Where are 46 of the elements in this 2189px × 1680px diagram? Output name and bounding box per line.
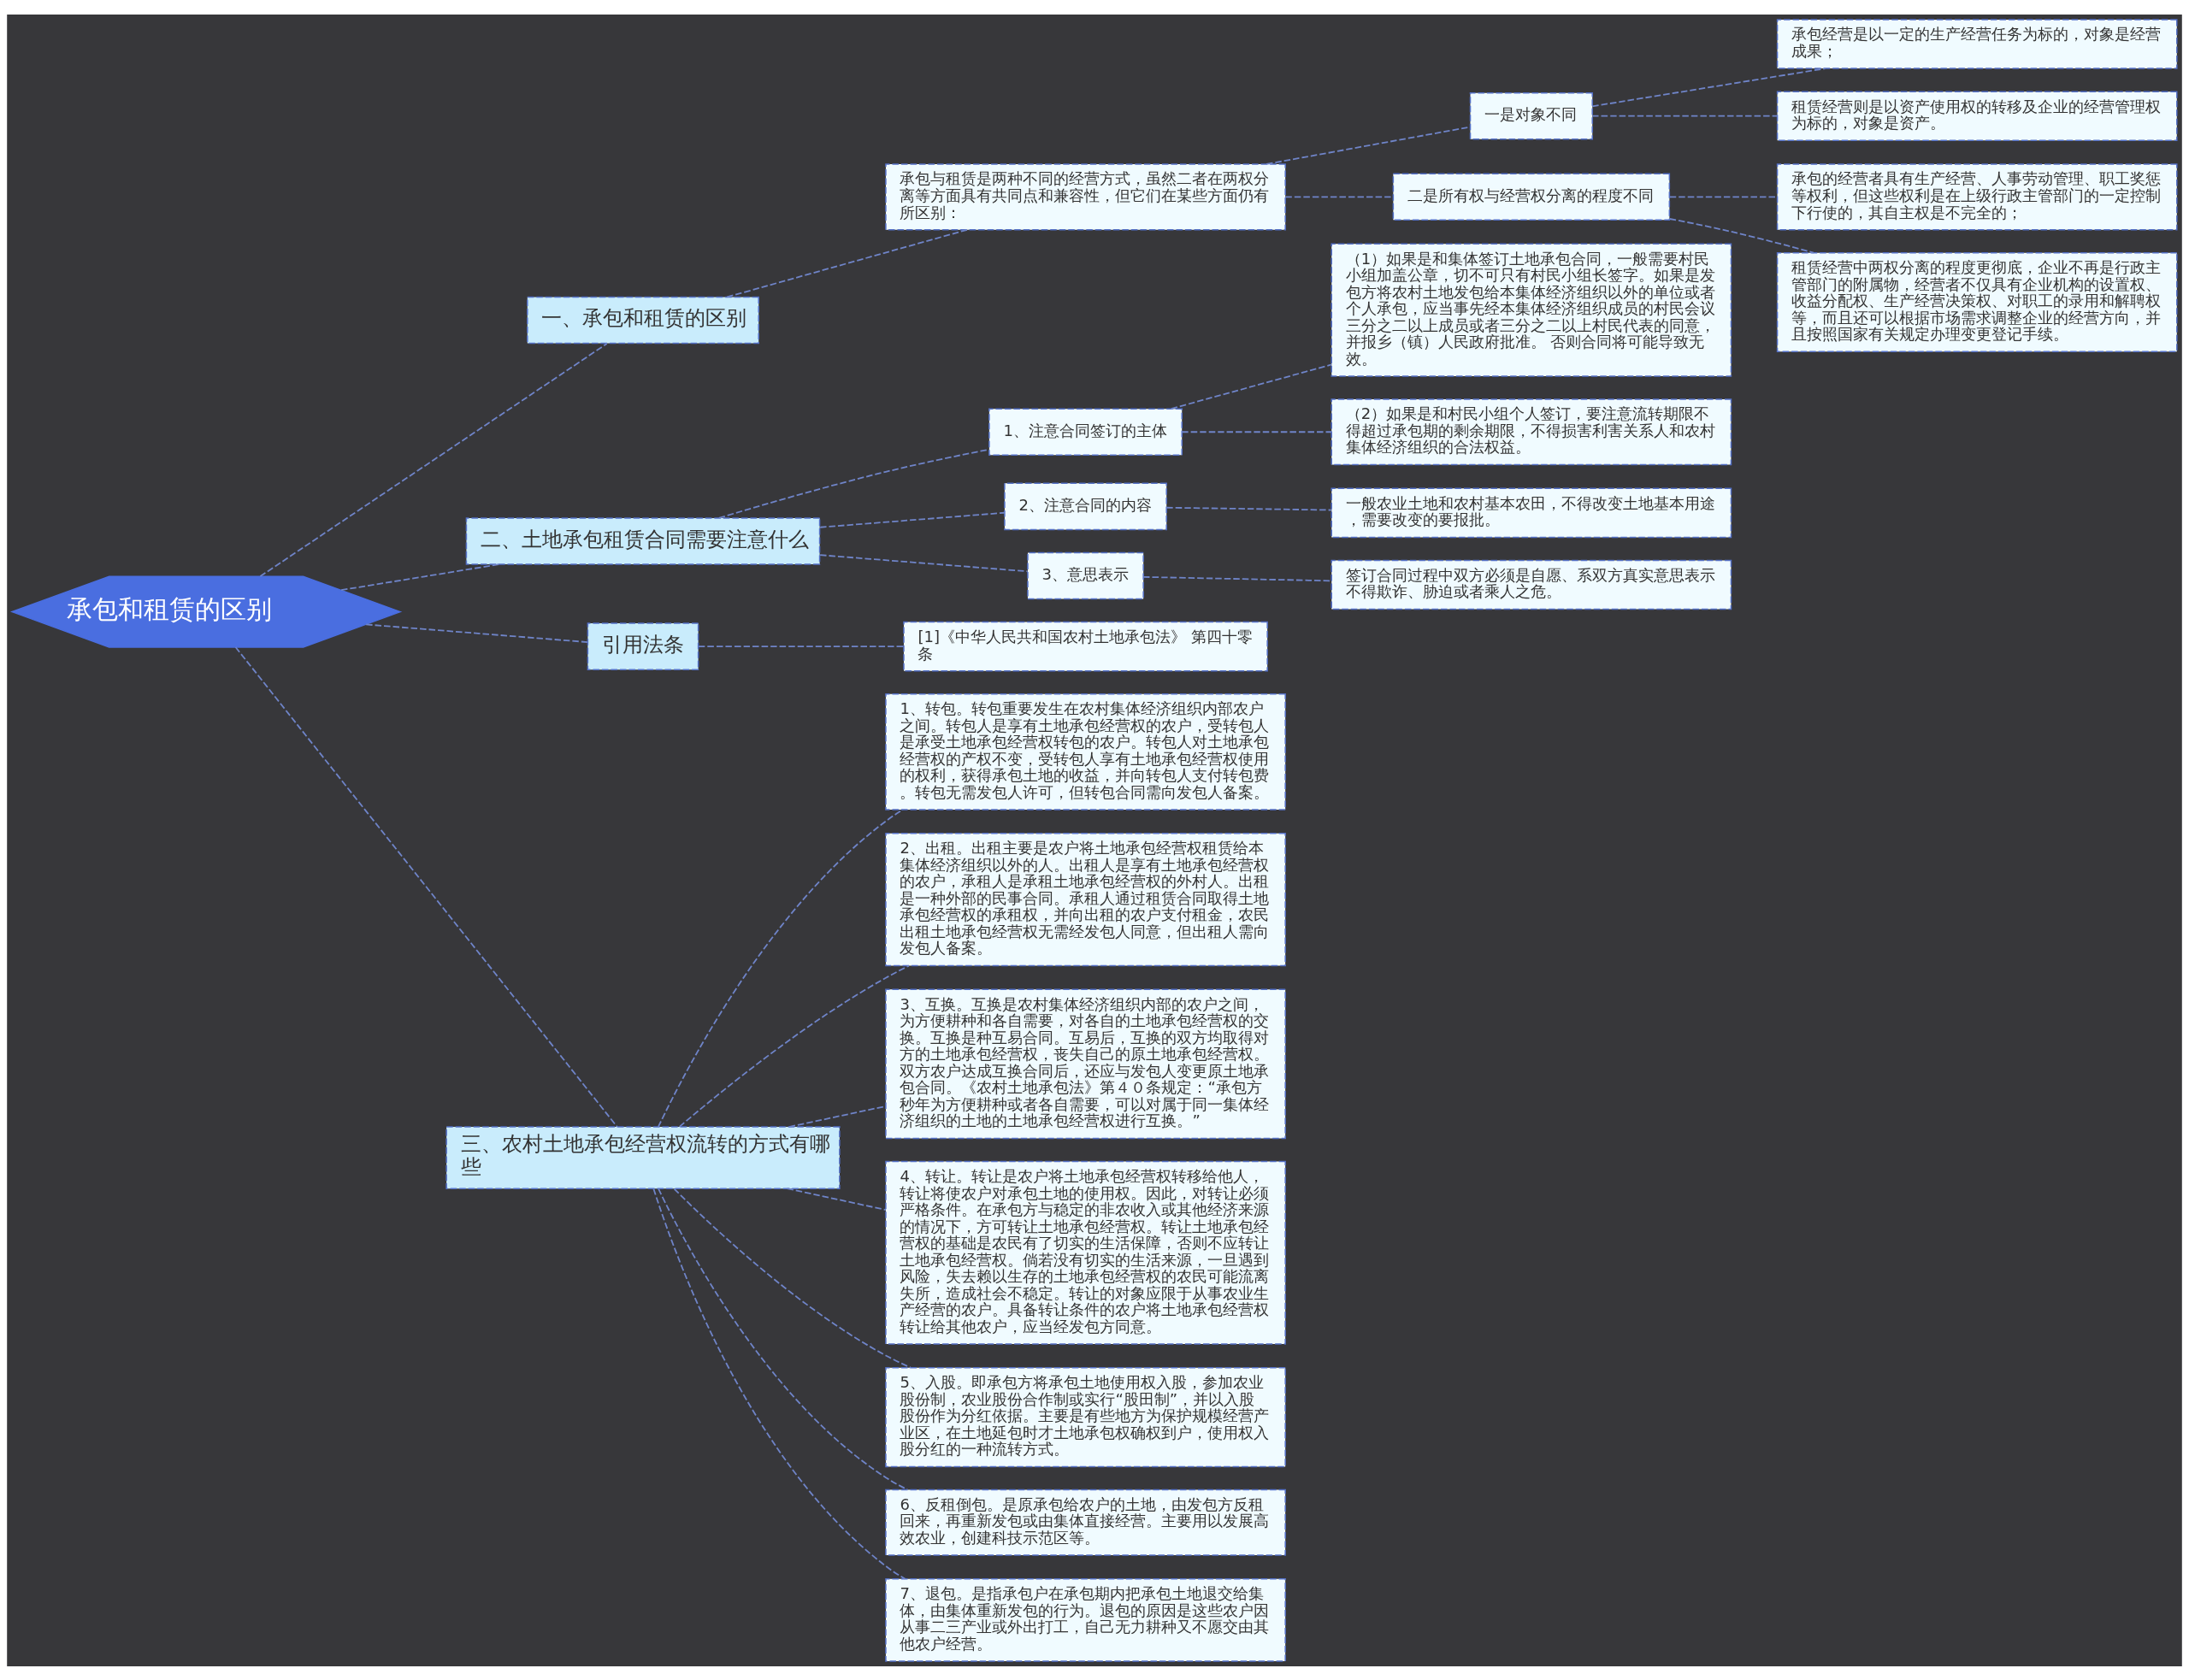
connector xyxy=(678,964,910,1128)
node-box: 租赁经营中两权分离的程度更彻底，企业不再是行政主管部门的附属物，经营者不仅具有企业机构的设置权、收益分配权、生产经营决策权、对职工的录用和解聘权等，而且还可以根据市场需求调整企业的经营方向，并且按照国家有关规定办理变更登记手续。 xyxy=(1776,251,2178,352)
connector xyxy=(365,623,589,643)
connector xyxy=(1165,506,1333,510)
connector xyxy=(658,1188,908,1490)
node-box: 3、互换。互换是农村集体经济组织内部的农户之间，为方便耕种和各自需要，对各自的土地承包经营权的交换。互换是种互易合同。互易后，互换的双方均取得对方的土地承包经营权，丧失自己的原土地承包经营权。双方农户达成互换合同后，还应与发包人变更原土地承包合同。《农村土地承包法》第４０条规定：“承包方秒年为方便耕种或者各自需要，可以对属于同一集体经济组织的土地的土地承包经营权进行互换。” xyxy=(885,988,1286,1139)
node-box: （2）如果是和村民小组个人签订，要注意流转期限不得超过承包期的剩余期限，不得损害利害关系人和农村集体经济组织的合法权益。 xyxy=(1331,398,1732,465)
connector xyxy=(726,228,968,298)
connector xyxy=(340,563,500,591)
node-box: 1、转包。转包重要发生在农村集体经济组织内部农户之间。转包人是享有土地承包经营权的农户，受转包人是承受土地承包经营权转包的农户。转包人对土地承包经营权的产权不变，受转包人享有土地承包经营权使用的权利，获得承包土地的收益，并向转包人支付转包费。转包无需发包人许可，但转包合同需向发包人备案。 xyxy=(885,693,1286,811)
node-box: 3、意思表示 xyxy=(1027,551,1144,599)
connector xyxy=(698,645,905,647)
connector xyxy=(786,1187,887,1211)
connector xyxy=(652,1188,906,1580)
connector xyxy=(819,511,1006,528)
node-box: 二、土地承包租赁合同需要注意什么 xyxy=(465,516,821,565)
node-box: 2、出租。出租主要是农户将土地承包经营权租赁给本集体经济组织以外的人。出租人是享有土地承包经营权的农户，承租人是承租土地承包经营权的外村人。出租是一种外部的民事合同。承租人通过租赁合同取得土地承包经营权的承租权，并向出租的农户支付租金，农民出租土地承包经营权无需经发包人同意，但出租人需向发包人备案。 xyxy=(885,832,1286,966)
node-box: 一是对象不同 xyxy=(1469,91,1593,139)
node-box: （1）如果是和集体签订土地承包合同，一般需要村民小组加盖公章，切不可只有村民小组长签字。如果是发包方将农村土地发包给本集体经济组织以外的单位或者个人承包，应当事先经本集体经济组织成员的村民会议三分之二以上成员或者三分之二以上村民代表的同意，并报乡（镇）人民政府批准。 否则合同将可能导致无效。 xyxy=(1331,242,1732,377)
node-box: 2、注意合同的内容 xyxy=(1004,482,1167,530)
node-box: 承包与租赁是两种不同的经营方式，虽然二者在两权分离等方面具有共同点和兼容性，但它们在某些方面仍有所区别： xyxy=(885,162,1286,230)
node-box: 签订合同过程中双方必须是自愿、系双方真实意思表示不得欺诈、胁迫或者乘人之危。 xyxy=(1331,559,1732,610)
connector xyxy=(1170,363,1333,410)
node-box: 6、反租倒包。是原承包给农户的土地，由发包方反租回来，再重新发包或由集体直接经营。主要用以发展高效农业，创建科技示范区等。 xyxy=(885,1488,1286,1556)
node-box: 二是所有权与经营权分离的程度不同 xyxy=(1392,173,1671,221)
connector xyxy=(234,645,618,1128)
connector xyxy=(1142,575,1332,581)
connector xyxy=(819,553,1029,572)
connector xyxy=(1591,115,1779,117)
node-box: 5、入股。即承包方将承包土地使用权入股，参加农业股份制，农业股份合作制或实行“股田制”，并以入股股份作为分红依据。主要是有些地方为保护规模经营产业区，在土地延包时才土地承包权确权到户，使用权入股分红的一种流转方式。 xyxy=(885,1366,1286,1467)
connector xyxy=(1668,217,1814,253)
node-box: 三、农村土地承包经营权流转的方式有哪些 xyxy=(445,1125,841,1189)
connector xyxy=(673,1188,912,1368)
node-box: 租赁经营则是以资产使用权的转移及企业的经营管理权为标的，对象是资产。 xyxy=(1776,90,2178,141)
node-box: 引用法条 xyxy=(587,622,699,670)
connector xyxy=(1181,430,1332,433)
node-box: [1]《中华人民共和国农村土地承包法》 第四十零条 xyxy=(903,621,1268,671)
connector xyxy=(259,342,608,577)
node-box: 4、转让。转让是农户将土地承包经营权转移给他人，转让将使农户对承包土地的使用权。因此，对转让必须严格条件。在承包方与稳定的非农收入或其他经济来源的情况下，方可转让土地承包经营权。转让土地承包经营权的基础是农民有了切实的生活保障，否则不应转让土地承包经营权。倘若没有切实的生活来源，一旦遇到风险，失去赖以生存的土地承包经营权的农民可能流离失所，造成社会不稳定。转让的对象应限于从事农业生产经营的农户。具备转让条件的农户将土地承包经营权转让给其他农户，应当经发包方同意。 xyxy=(885,1160,1286,1345)
node-box: 承包的经营者具有生产经营、人事劳动管理、职工奖惩等权利，但这些权利是在上级行政主管部门的一定控制下行使的，其自主权是不完全的； xyxy=(1776,162,2178,230)
connector xyxy=(1591,67,1826,107)
node-box: 7、退包。是指承包户在承包期内把承包土地退交给集体，由集体重新发包的行为。退包的原因是这些农户因从事二三产业或外出打工，自己无力耕种又不愿交由其他农户经营。 xyxy=(885,1577,1286,1662)
node-box: 一、承包和租赁的区别 xyxy=(527,296,759,344)
node-box: 承包经营是以一定的生产经营任务为标的，对象是经营成果； xyxy=(1776,18,2178,69)
node-box: 一般农业土地和农村基本农田，不得改变土地基本用途，需要改变的要报批。 xyxy=(1331,487,1732,538)
node-box: 1、注意合同签订的主体 xyxy=(988,407,1183,456)
